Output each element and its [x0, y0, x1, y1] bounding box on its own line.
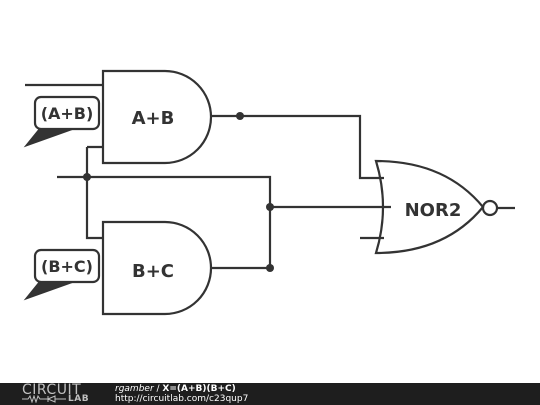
- nor-gate: [374, 159, 485, 255]
- logo-resistor-icon: [22, 395, 66, 403]
- circuitlab-logo[interactable]: CIRCUIT LAB: [22, 382, 102, 404]
- wire-horizontal-middle: [57, 175, 272, 268]
- footer-credit: rgamber / X=(A+B)(B+C): [115, 384, 236, 394]
- credit-separator: /: [153, 384, 163, 394]
- and-gate-2-label: B+C: [132, 261, 174, 282]
- nor-gate-label: NOR2: [405, 200, 462, 221]
- author-name[interactable]: rgamber: [115, 384, 154, 394]
- wire-and1-output: [211, 114, 384, 180]
- schematic-url-link[interactable]: http://circuitlab.com/c23qup7: [115, 394, 249, 404]
- tag-2-pointer: [27, 282, 72, 298]
- tag-1-label: (A+B): [41, 104, 94, 123]
- and-gate-1: [101, 69, 213, 165]
- junction-dot: [266, 264, 274, 272]
- nor-bubble: [481, 199, 499, 217]
- junction-dot: [236, 112, 244, 120]
- schematic-title[interactable]: X=(A+B)(B+C): [162, 384, 236, 394]
- wire-left-vertical: [85, 145, 103, 240]
- and-gate-1-label: A+B: [132, 108, 175, 129]
- tag-2-label: (B+C): [41, 257, 93, 276]
- tag-1-pointer: [27, 129, 72, 145]
- footer-bar: CIRCUIT LAB rgamber / X=(A+B)(B+C) http:…: [0, 382, 540, 405]
- junction-dot: [83, 173, 91, 181]
- logo-text-bottom: LAB: [68, 394, 90, 404]
- and-gate-2: [101, 220, 213, 316]
- junction-dot: [266, 203, 274, 211]
- logo-text-top: CIRCUIT: [22, 382, 82, 398]
